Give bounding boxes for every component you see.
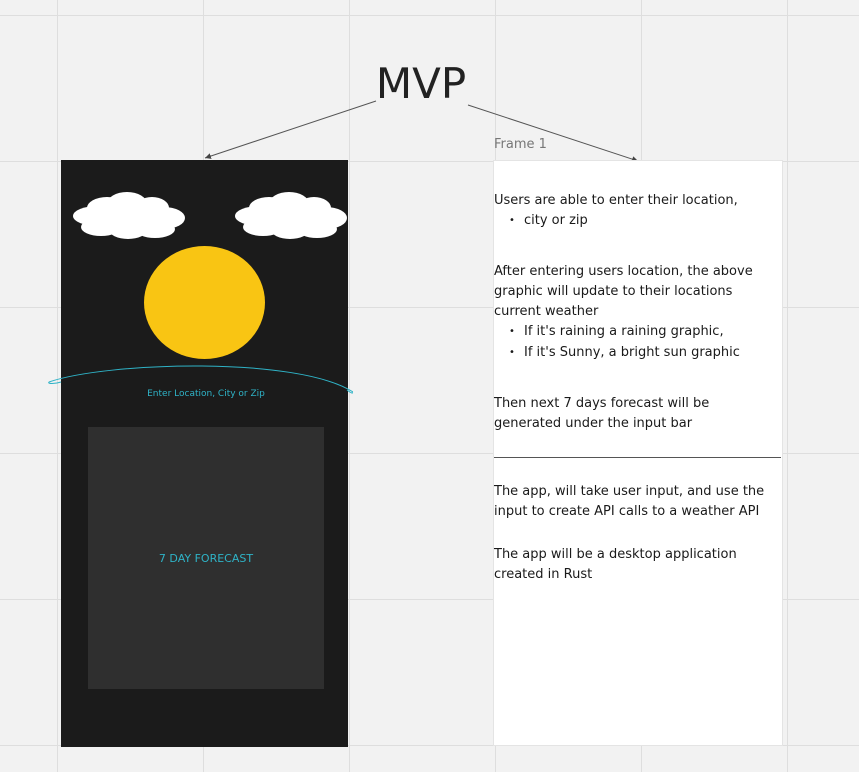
note-text: Then next 7 days forecast will be genera… <box>494 396 710 431</box>
note-bullet-text: If it's raining a raining graphic, <box>524 324 724 339</box>
arrow-to-frame <box>467 104 639 162</box>
note-bullet: •If it's raining a raining graphic, <box>509 324 724 339</box>
cloud-icon <box>73 192 185 240</box>
location-input-placeholder[interactable]: Enter Location, City or Zip <box>147 389 265 399</box>
note-bullets: •If it's raining a raining graphic, •If … <box>494 322 740 363</box>
location-input-outline[interactable] <box>47 358 353 398</box>
arrow-to-mockup <box>204 100 377 159</box>
forecast-label: 7 DAY FORECAST <box>158 551 254 565</box>
forecast-panel: 7 DAY FORECAST <box>88 427 324 689</box>
notes-frame: Users are able to enter their location, … <box>494 161 782 745</box>
note-text: After entering users location, the above… <box>494 264 753 319</box>
note-bullets: •city or zip <box>494 211 588 232</box>
sun-icon <box>144 246 265 359</box>
note-bullet: •city or zip <box>509 213 588 228</box>
note-bullet-text: city or zip <box>524 213 588 228</box>
note-text: The app will be a desktop application cr… <box>494 547 737 582</box>
note-text: Users are able to enter their location, <box>494 193 738 208</box>
board-title: MVP <box>375 59 467 108</box>
note-bullet: •If it's Sunny, a bright sun graphic <box>509 344 740 360</box>
app-mockup: Enter Location, City or Zip 7 DAY FORECA… <box>48 160 353 747</box>
cloud-icon <box>235 192 347 240</box>
note-text: The app, will take user input, and use t… <box>494 484 765 519</box>
frame-label[interactable]: Frame 1 <box>494 137 547 152</box>
note-bullet-text: If it's Sunny, a bright sun graphic <box>524 344 740 360</box>
divider <box>494 457 781 458</box>
